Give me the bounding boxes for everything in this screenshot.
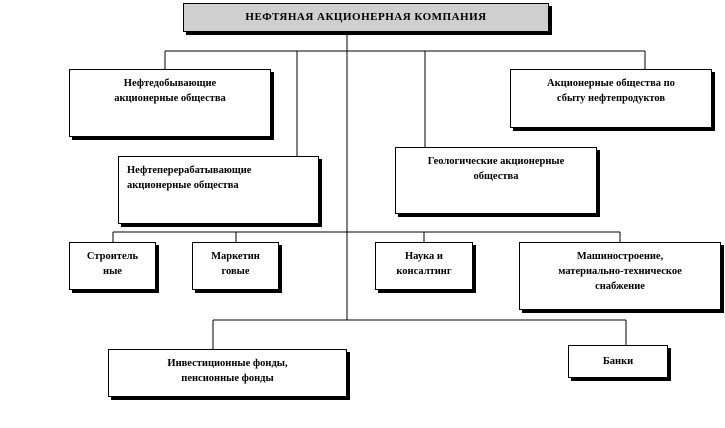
node-science: Наука и консалтинг [375, 242, 473, 290]
node-oil-production-label: Нефтедобывающие акционерные общества [114, 78, 226, 105]
node-banks-label: Банки [602, 356, 634, 367]
node-engineering: Машиностроение, материально-техническое … [519, 242, 721, 310]
node-construction: Строитель ные [69, 242, 156, 290]
node-science-label: Наука и консалтинг [396, 251, 452, 278]
node-banks: Банки [568, 345, 668, 378]
node-oil-sales: Акционерные общества по сбыту нефтепроду… [510, 69, 712, 128]
node-oil-refining: Нефтеперерабатывающие акционерные общест… [118, 156, 319, 224]
node-geological-label: Геологические акционерные общества [427, 156, 565, 183]
node-marketing: Маркетин говые [192, 242, 279, 290]
node-marketing-label: Маркетин говые [211, 251, 260, 278]
root-node: НЕФТЯНАЯ АКЦИОНЕРНАЯ КОМПАНИЯ [183, 3, 549, 32]
node-oil-sales-label: Акционерные общества по сбыту нефтепроду… [547, 78, 675, 105]
node-oil-refining-label: Нефтеперерабатывающие акционерные общест… [127, 165, 252, 192]
root-label: НЕФТЯНАЯ АКЦИОНЕРНАЯ КОМПАНИЯ [245, 10, 487, 23]
node-engineering-label: Машиностроение, материально-техническое … [558, 251, 682, 293]
node-oil-production: Нефтедобывающие акционерные общества [69, 69, 271, 137]
node-funds: Инвестиционные фонды, пенсионные фонды [108, 349, 347, 397]
node-construction-label: Строитель ные [86, 251, 139, 278]
node-geological: Геологические акционерные общества [395, 147, 597, 214]
node-funds-label: Инвестиционные фонды, пенсионные фонды [167, 358, 288, 385]
